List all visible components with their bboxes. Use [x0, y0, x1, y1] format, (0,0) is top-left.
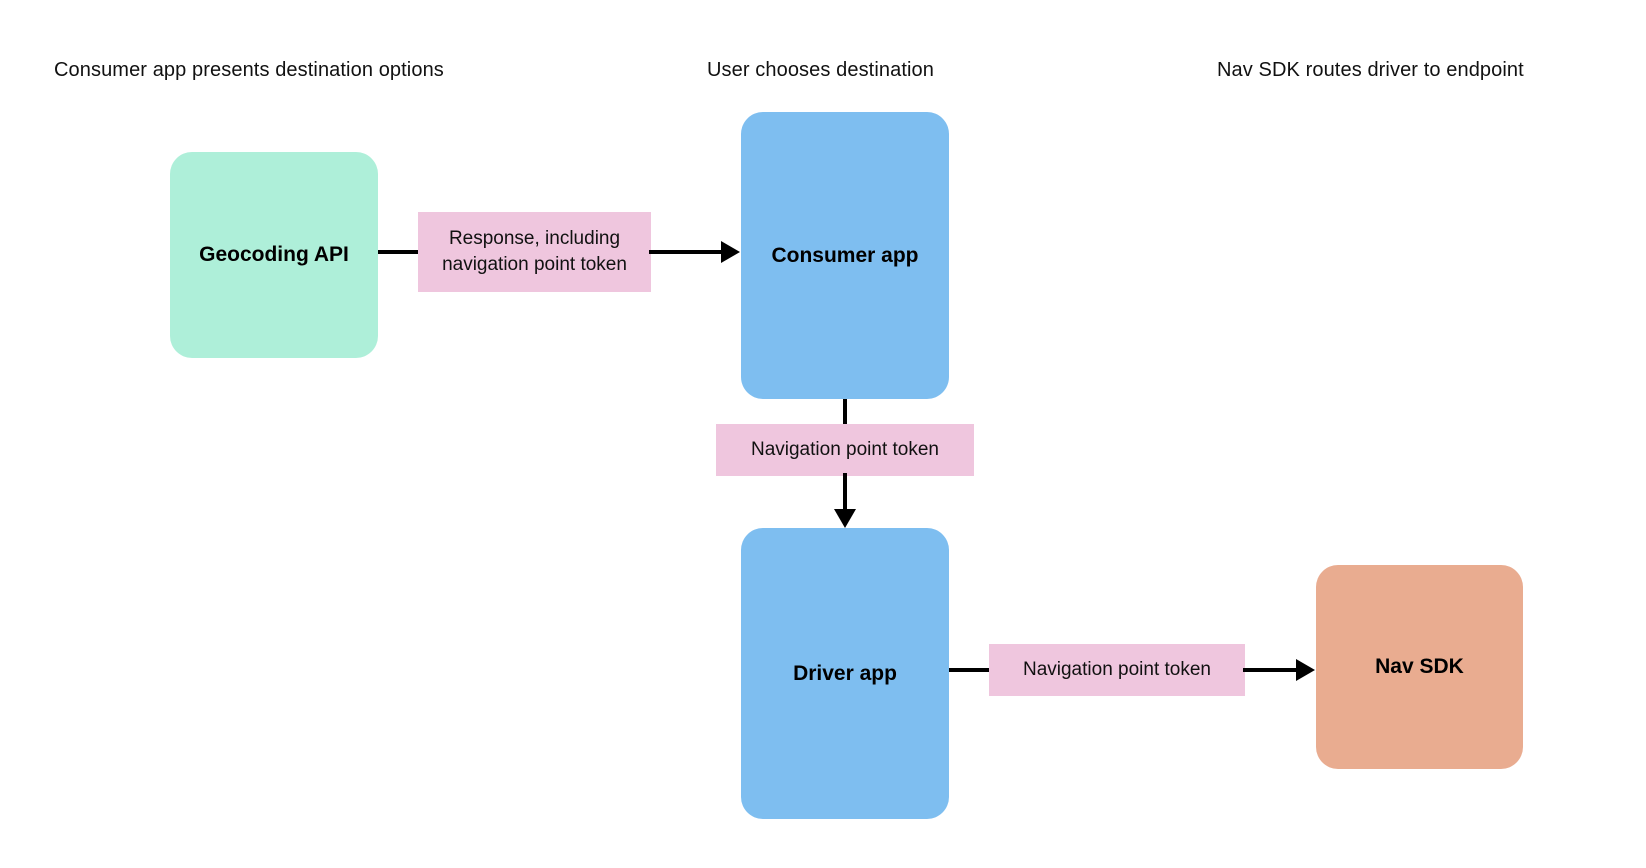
node-driver-app-label: Driver app	[793, 661, 897, 685]
edge-label-text: Navigation point token	[1022, 659, 1211, 680]
connector-label-to-consumer-app	[649, 250, 723, 254]
connector-consumer-app-to-label	[843, 399, 847, 427]
edge-label-text: Response, including navigation point tok…	[442, 228, 627, 275]
node-geocoding-api-label: Geocoding API	[199, 243, 349, 266]
node-consumer-app[interactable]: Consumer app	[741, 112, 949, 399]
arrowhead-into-driver-app	[834, 509, 856, 528]
arrowhead-into-nav-sdk	[1296, 659, 1315, 681]
node-driver-app[interactable]: Driver app	[741, 528, 949, 819]
node-consumer-app-label: Consumer app	[771, 243, 919, 267]
stage-header-nav-sdk-routes-driver: Nav SDK routes driver to endpoint	[1217, 59, 1524, 81]
stage-header-consumer-app-presents: Consumer app presents destination option…	[54, 59, 444, 81]
edge-label-text: Navigation point token	[750, 439, 939, 460]
connector-driver-app-to-label	[949, 668, 991, 672]
stage-header-user-chooses-destination: User chooses destination	[707, 59, 934, 81]
node-nav-sdk[interactable]: Nav SDK	[1316, 565, 1523, 769]
edge-label-navigation-point-token-driver-navsdk: Navigation point token	[989, 644, 1245, 696]
node-nav-sdk-label: Nav SDK	[1375, 655, 1464, 678]
connector-label-to-nav-sdk	[1243, 668, 1298, 672]
edge-label-navigation-point-token-consumer-driver: Navigation point token	[716, 424, 974, 476]
connector-geocoding-to-label	[378, 250, 420, 254]
edge-label-response-including-navigation-point-token: Response, including navigation point tok…	[418, 212, 651, 292]
node-geocoding-api[interactable]: Geocoding API	[170, 152, 378, 358]
connector-label-to-driver-app	[843, 473, 847, 511]
arrowhead-into-consumer-app	[721, 241, 740, 263]
